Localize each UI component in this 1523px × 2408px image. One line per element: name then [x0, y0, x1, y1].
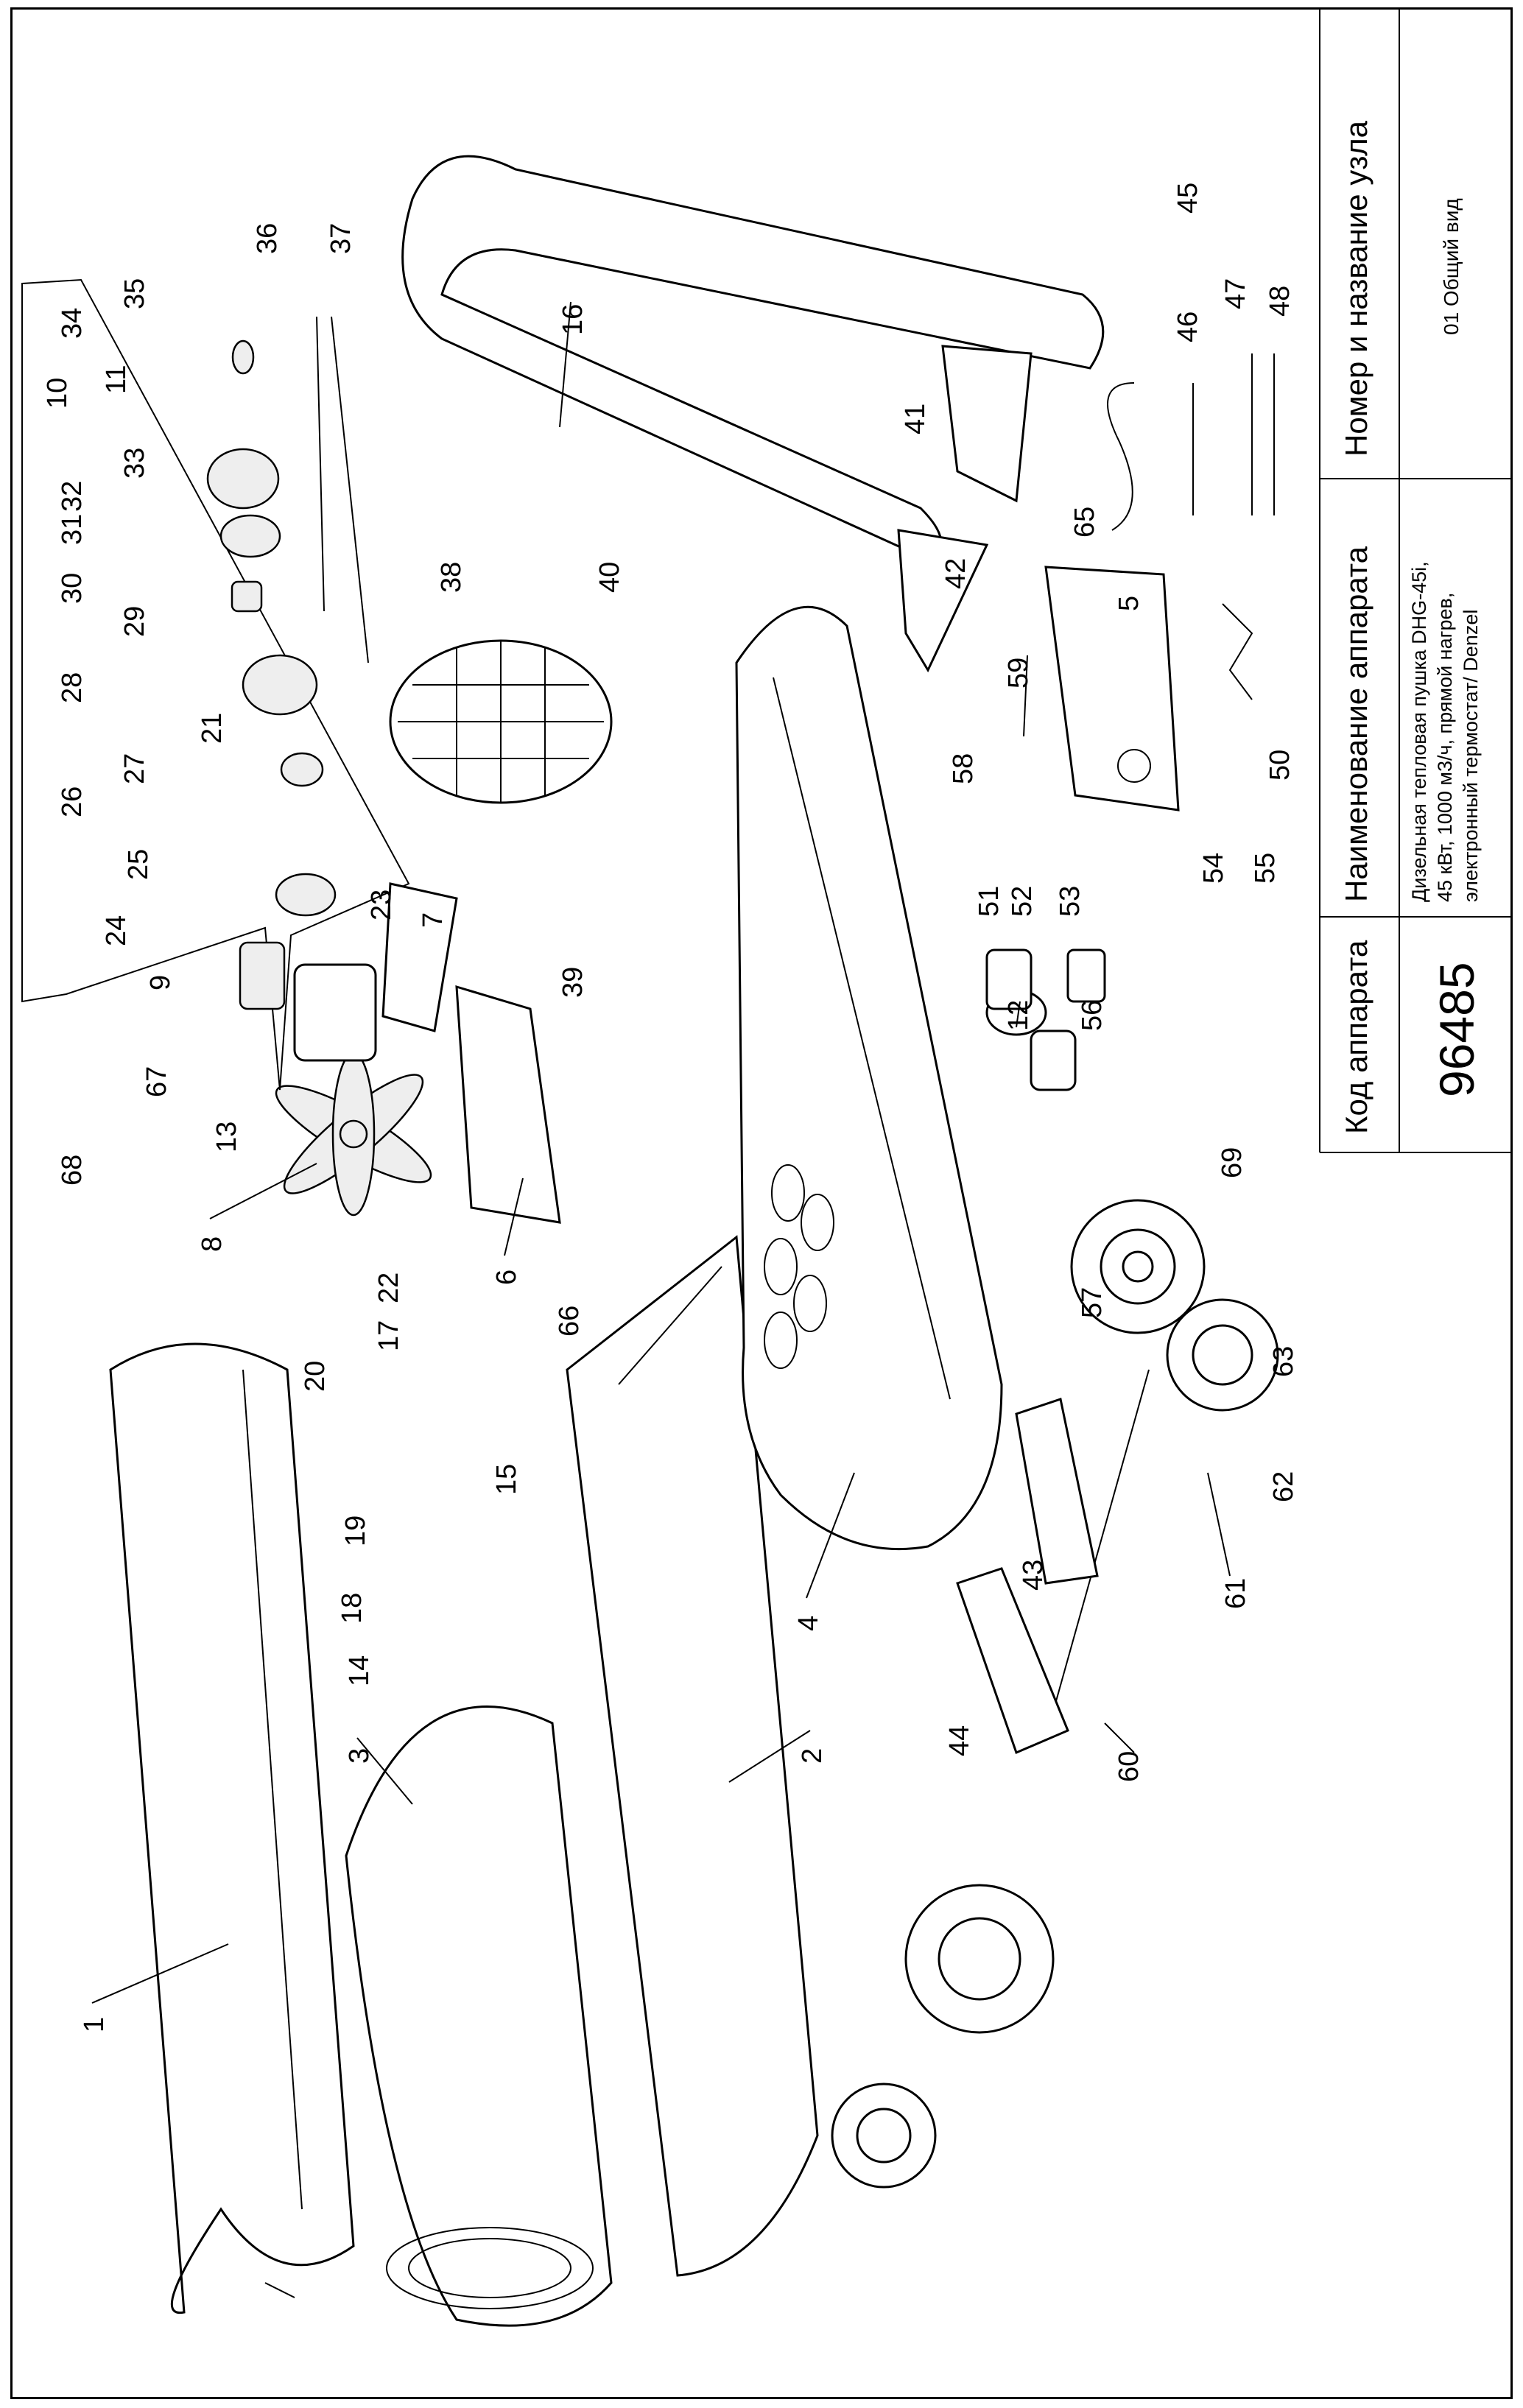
part-label: 36: [252, 223, 283, 254]
part-label: 4: [793, 1616, 824, 1631]
part-label: 3: [344, 1748, 375, 1764]
title-block-grid: [1319, 7, 1513, 1153]
title-block-node-value: 01 Общий вид: [1440, 198, 1463, 335]
part-label: 20: [300, 1361, 331, 1392]
part-label: 22: [373, 1272, 404, 1303]
part-label: 37: [326, 223, 356, 254]
wheel-part: [1070, 1199, 1206, 1334]
combustion-chamber-part: [345, 1705, 613, 2327]
part-label: 11: [101, 365, 132, 394]
part-label: 7: [418, 912, 449, 928]
part-label: 40: [594, 562, 625, 593]
part-label: 29: [119, 606, 150, 637]
part-label: 14: [344, 1655, 375, 1686]
wheel-part: [1166, 1298, 1279, 1412]
part-label: 51: [974, 886, 1005, 917]
nozzle-part: [1030, 1029, 1077, 1091]
part-label: 18: [337, 1593, 367, 1624]
part-label: 59: [1003, 658, 1034, 689]
part-labels: 1 2 3 4 5 6 7 8 9 10 11 12 13 14 15 16 1…: [42, 183, 1299, 2032]
wheel-part: [831, 2083, 937, 2189]
part-label: 50: [1265, 750, 1295, 781]
part-label: 55: [1250, 853, 1281, 884]
part-label: 9: [145, 975, 176, 990]
part-label: 69: [1217, 1147, 1248, 1178]
title-block-code-header: Код аппарата: [1339, 940, 1373, 1134]
fan-blade-part: [275, 1052, 432, 1217]
drawing-frame: [10, 7, 1513, 2399]
part-label: 17: [373, 1320, 404, 1351]
part-label: 53: [1055, 886, 1086, 917]
part-label: 10: [42, 378, 73, 409]
part-label: 39: [558, 967, 588, 998]
part-label: 45: [1172, 183, 1203, 214]
part-label: 57: [1077, 1287, 1108, 1318]
plate-7-part: [381, 882, 458, 1032]
part-label: 68: [57, 1155, 88, 1186]
title-block-name-line2: 45 кВт, 1000 м3/ч, прямой нагрев,: [1434, 592, 1456, 902]
part-label: 15: [491, 1464, 522, 1495]
lower-shell-part: [566, 1235, 819, 2277]
part-label: 41: [900, 404, 931, 434]
assembly-68-bracket: [21, 278, 410, 1091]
part-label: 1: [79, 2017, 110, 2032]
part-label: 35: [119, 278, 150, 309]
part-label: 48: [1265, 286, 1295, 317]
part-label: 32: [57, 481, 88, 512]
panel-6-part: [455, 985, 561, 1224]
leader-lines: [91, 301, 1231, 2004]
part-label: 43: [1018, 1560, 1049, 1591]
part-label: 47: [1220, 278, 1251, 309]
part-label: 42: [940, 558, 971, 589]
part-label: 25: [123, 849, 154, 880]
control-panel-part: [1044, 566, 1180, 812]
part-label: 65: [1069, 507, 1100, 538]
part-label: 8: [197, 1236, 228, 1252]
part-label: 56: [1077, 1000, 1108, 1031]
wheel-bracket-part: [1015, 1398, 1099, 1585]
part-label: 2: [797, 1748, 828, 1764]
part-label: 31: [57, 514, 88, 545]
part-label: 13: [211, 1122, 242, 1152]
title-block-name-header: Наименование аппарата: [1339, 546, 1373, 902]
part-label: 24: [101, 915, 132, 946]
part-label: 26: [57, 786, 88, 817]
part-label: 38: [436, 562, 467, 593]
part-label: 23: [366, 890, 397, 920]
part-label: 44: [944, 1725, 975, 1756]
wheel-part: [904, 1884, 1055, 2034]
part-label: 21: [197, 713, 228, 744]
title-block-name-line3: электронный термостат/ Denzel: [1460, 609, 1482, 902]
part-label: 19: [340, 1515, 371, 1546]
part-label: 52: [1007, 886, 1038, 917]
part-label: 6: [491, 1270, 522, 1285]
bracket-part: [897, 529, 989, 673]
part-label: 27: [119, 753, 150, 784]
part-label: 66: [554, 1306, 585, 1337]
part-label: 34: [57, 308, 88, 339]
motor-part: [293, 963, 377, 1062]
part-label: 61: [1220, 1578, 1251, 1609]
wheel-bracket-part: [956, 1567, 1069, 1755]
title-block-node-header: Номер и название узла: [1339, 121, 1373, 457]
part-label: 63: [1268, 1346, 1299, 1377]
part-label: 58: [948, 753, 979, 784]
part-label: 33: [119, 448, 150, 479]
title-block-code-value: 96485: [1429, 962, 1484, 1097]
bracket-part: [941, 345, 1033, 503]
handle-frame-part: [401, 155, 1105, 561]
part-label: 16: [558, 304, 588, 335]
title-block-name-line1: Дизельная тепловая пушка DHG-45i,: [1408, 561, 1430, 902]
fuel-tank-part: [735, 605, 1003, 1551]
part-label: 60: [1114, 1751, 1144, 1782]
outer-shell-part: [109, 1342, 355, 2314]
part-label: 46: [1172, 311, 1203, 342]
part-label: 54: [1198, 853, 1229, 884]
part-label: 5: [1114, 596, 1144, 611]
part-label: 28: [57, 672, 88, 703]
part-label: 62: [1268, 1471, 1299, 1502]
part-label: 67: [141, 1066, 172, 1097]
part-label: 30: [57, 573, 88, 604]
